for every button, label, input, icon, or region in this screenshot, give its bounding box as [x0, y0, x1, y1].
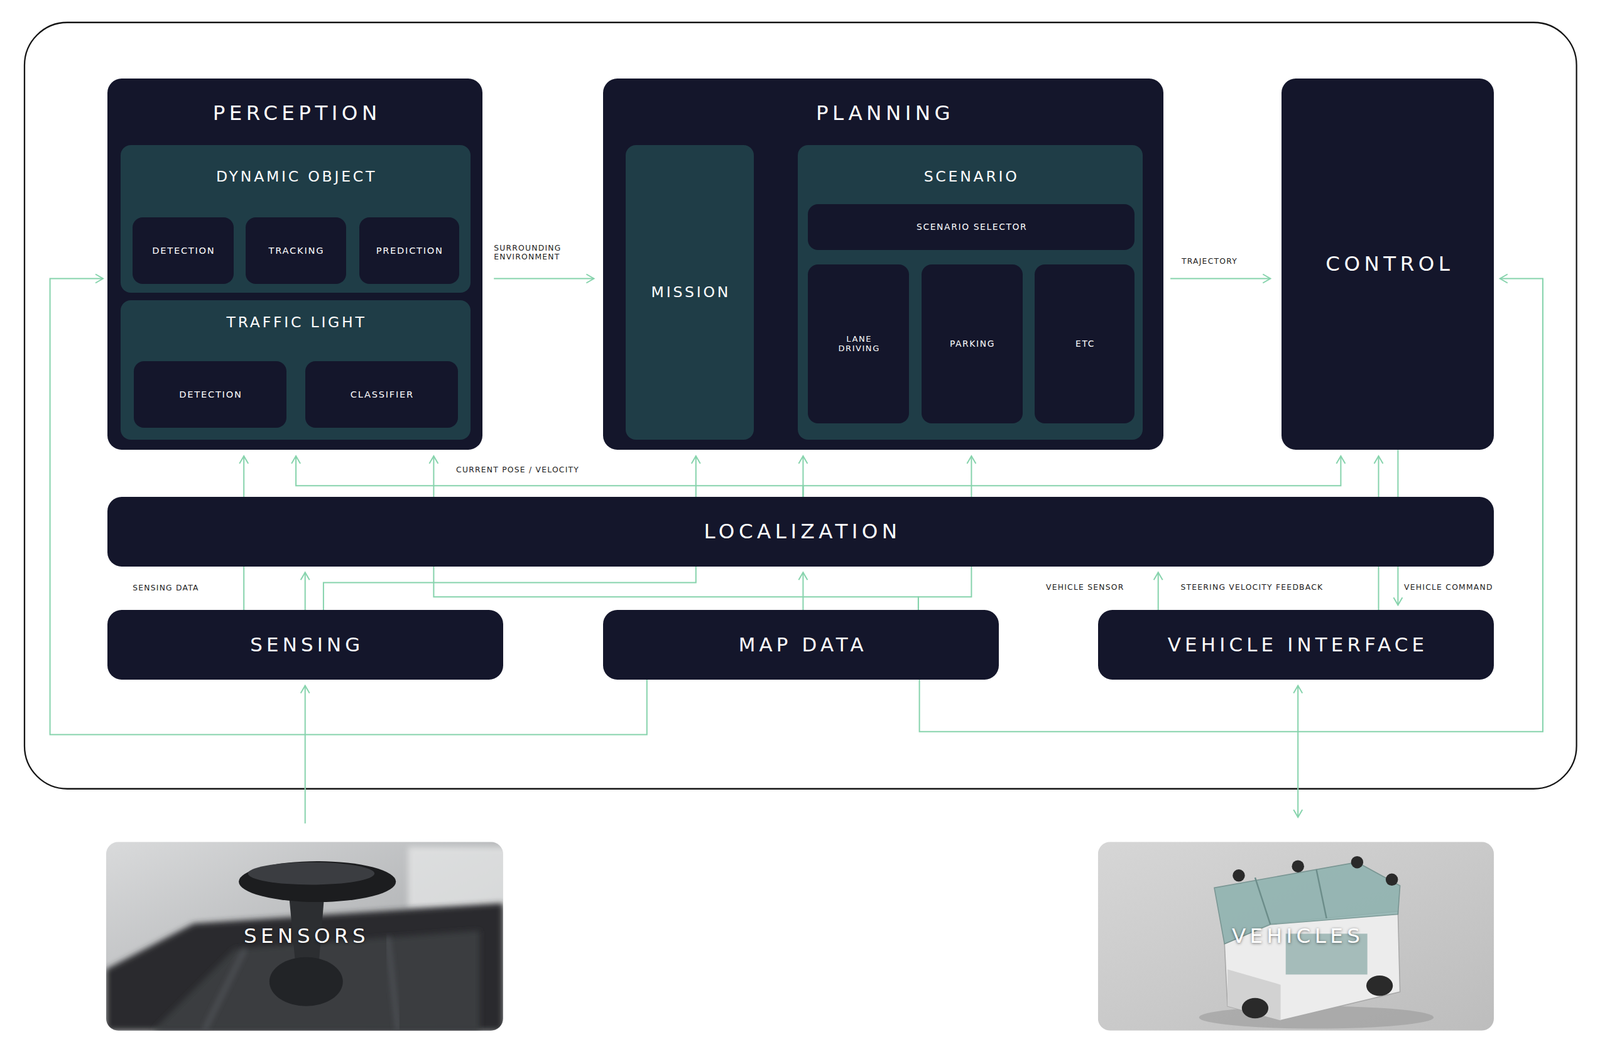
function-box: LANE DRIVING	[807, 264, 909, 424]
group-panel: SCENARIO SCENARIO SELECTOR LANE DRIVING PAR…	[797, 145, 1143, 440]
group-panel: MISSION	[625, 145, 755, 440]
node-label: DYNAMIC OBJECT	[120, 167, 471, 186]
roof-sensor	[1232, 869, 1245, 882]
edge-label: VEHICLE COMMAND	[1404, 582, 1494, 592]
function-box: DETECTION	[133, 361, 288, 428]
sensor-puck-top	[248, 862, 375, 886]
node-label: CONTROL	[1321, 251, 1455, 277]
group-panel: TRAFFIC LIGHT DETECTION CLASSIFIER	[120, 300, 471, 441]
node-label: MAP DATA	[734, 633, 868, 657]
node-label: PARKING	[948, 338, 996, 350]
outer-frame	[24, 22, 1577, 790]
node-label: CLASSIFIER	[349, 388, 414, 401]
function-box: TRACKING	[245, 217, 346, 284]
flow-arrow	[1170, 278, 1271, 280]
sensor-puck	[238, 861, 396, 903]
roof-sensor	[1291, 859, 1304, 872]
node-label: ETC	[1074, 338, 1095, 350]
sensor-mount	[269, 957, 343, 1007]
function-box: PREDICTION	[359, 217, 460, 284]
group-panel: DYNAMIC OBJECT DETECTION TRACKING PREDICTIO…	[120, 145, 471, 294]
edge-label: VEHICLE SENSOR	[1045, 582, 1125, 592]
photo-panel: VEHICLES	[1098, 841, 1494, 1031]
node-label: VEHICLES	[1227, 924, 1364, 949]
roof-rail	[204, 949, 245, 1031]
module-band: LOCALIZATION	[107, 496, 1495, 566]
node-label: PLANNING	[603, 101, 1164, 126]
module-box: PERCEPTION DYNAMIC OBJECT DETECTION TRACKIN…	[107, 78, 484, 450]
node-label: SCENARIO SELECTOR	[915, 221, 1028, 233]
flow-arrow	[1157, 572, 1160, 610]
node-label: SCENARIO	[797, 167, 1143, 186]
module-box: SENSING	[107, 609, 504, 680]
edge-label: CURRENT POSE / VELOCITY	[456, 465, 580, 475]
function-box: PARKING	[921, 264, 1023, 424]
photo-panel: SENSORS	[106, 841, 504, 1031]
vehicles-photo	[1098, 841, 1494, 1031]
module-box: CONTROL	[1281, 78, 1494, 450]
function-box: ETC	[1034, 264, 1135, 424]
flow-arrow	[304, 685, 306, 824]
edge-label: SURROUNDING ENVIRONMENT	[493, 243, 584, 262]
flow-arrow	[802, 572, 804, 610]
vehicle-wheel	[1241, 998, 1269, 1019]
node-label: TRAFFIC LIGHT	[120, 313, 471, 332]
function-box: SCENARIO SELECTOR	[807, 204, 1135, 251]
vehicle-side	[1227, 969, 1281, 1021]
node-label: PREDICTION	[375, 244, 444, 257]
glass-pillar	[1316, 869, 1327, 919]
roof-sensor	[1385, 873, 1398, 886]
node-label: VEHICLE INTERFACE	[1164, 633, 1429, 657]
node-label: DETECTION	[178, 388, 243, 401]
node-label: MISSION	[648, 283, 731, 301]
flow-arrow	[802, 456, 1341, 497]
roof-sensor	[1351, 856, 1364, 869]
flow-arrow	[1297, 685, 1299, 818]
sensors-photo	[106, 841, 504, 1031]
node-label: TRACKING	[267, 244, 325, 257]
function-box: CLASSIFIER	[305, 361, 459, 428]
photo-highlight	[408, 846, 504, 908]
module-box: PLANNING MISSION SCENARIO SCENARIO SELECTOR…	[603, 78, 1164, 450]
module-box: MAP DATA	[603, 609, 999, 680]
vehicle-body	[1224, 911, 1400, 1021]
module-box: VEHICLE INTERFACE	[1098, 609, 1494, 680]
roof-rail	[387, 936, 398, 1031]
node-label: PERCEPTION	[107, 101, 484, 126]
edge-label: TRAJECTORY	[1181, 256, 1238, 266]
node-label: LANE DRIVING	[827, 334, 889, 354]
flow-arrow	[304, 572, 306, 610]
node-label: DETECTION	[151, 244, 216, 257]
photo-background	[1098, 841, 1494, 1031]
function-box: DETECTION	[132, 217, 234, 284]
glass-pillar	[1255, 877, 1271, 925]
flow-arrow	[295, 456, 803, 497]
node-label: LOCALIZATION	[699, 519, 902, 545]
flow-arrow	[493, 278, 594, 280]
vehicle-wheel	[1366, 975, 1393, 996]
node-label: SENSORS	[239, 924, 371, 949]
edge-label: STEERING VELOCITY FEEDBACK	[1180, 582, 1323, 592]
node-label: SENSING	[246, 633, 364, 657]
edge-label: SENSING DATA	[132, 583, 200, 593]
